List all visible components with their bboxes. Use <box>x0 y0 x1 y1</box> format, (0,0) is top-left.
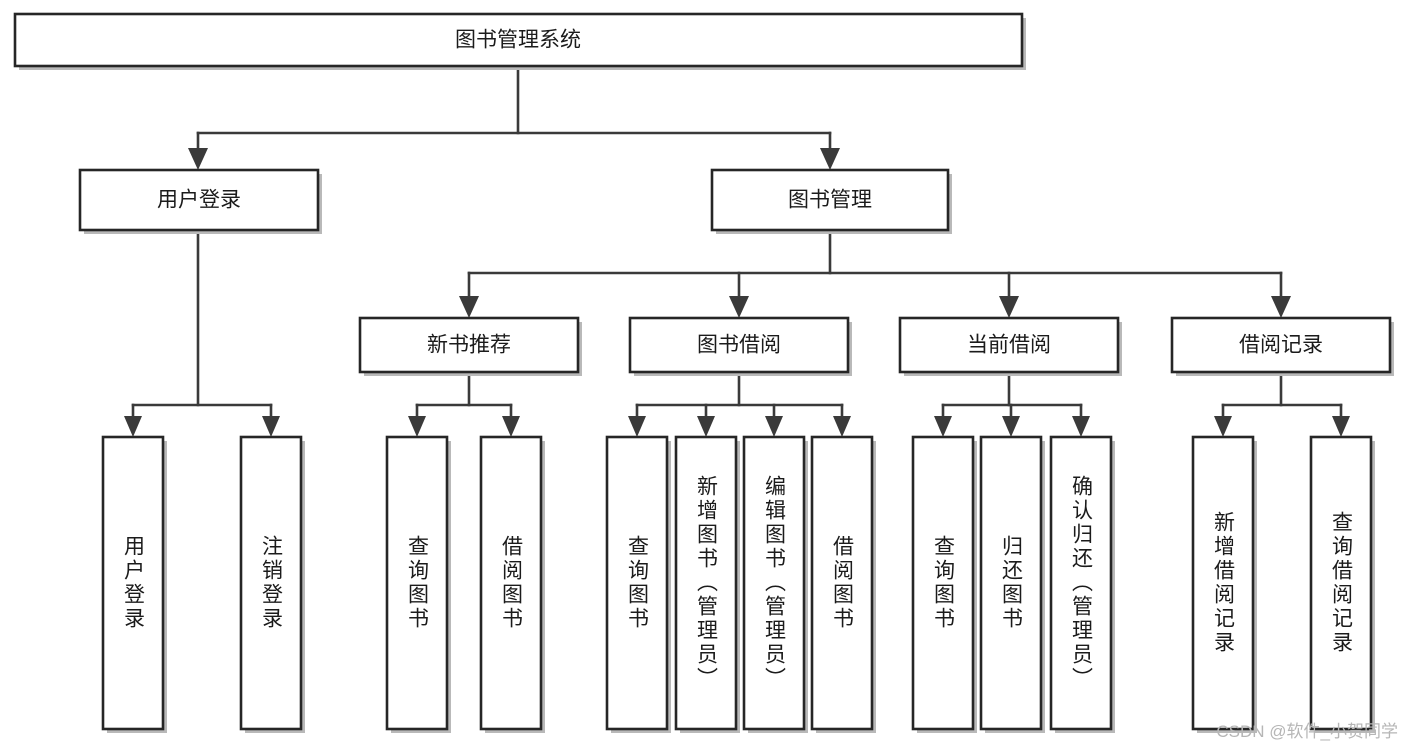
leaf-add-borrow-record-label: 新增借阅记录 <box>1212 511 1236 655</box>
leaf-borrow-book-label: 借阅图书 <box>831 535 855 631</box>
leaf-query-borrow-record-label: 查询借阅记录 <box>1330 511 1354 655</box>
leaf-return-book-label: 归还图书 <box>1000 535 1024 631</box>
node-leaf-edit-book[interactable]: 编辑图书（管理员） <box>742 435 808 733</box>
arrowhead-leaf-query-book-borrow <box>628 416 646 437</box>
node-current-borrow[interactable]: 当前借阅 <box>898 316 1122 376</box>
book-borrow-label: 图书借阅 <box>697 334 781 357</box>
node-leaf-return-book[interactable]: 归还图书 <box>979 435 1045 733</box>
borrow-record-box <box>1170 316 1392 374</box>
leaf-logout-login-label: 注销登录 <box>260 535 284 631</box>
node-leaf-user-login[interactable]: 用户登录 <box>101 435 167 733</box>
node-root[interactable]: 图书管理系统 <box>13 12 1026 70</box>
leaf-add-borrow-record-box <box>1191 435 1255 731</box>
leaf-query-book-recommend-label: 查询图书 <box>406 535 430 631</box>
current-borrow-box <box>898 316 1120 374</box>
user-login-label: 用户登录 <box>157 189 241 212</box>
node-user-login[interactable]: 用户登录 <box>78 168 322 234</box>
node-leaf-borrow-book[interactable]: 借阅图书 <box>810 435 876 733</box>
arrowhead-current-borrow <box>999 296 1019 318</box>
root-label: 图书管理系统 <box>455 29 581 52</box>
arrowhead-leaf-query-borrow-record <box>1332 416 1350 437</box>
node-borrow-record[interactable]: 借阅记录 <box>1170 316 1394 376</box>
arrowhead-leaf-query-book-recommend <box>408 416 426 437</box>
borrow-record-label: 借阅记录 <box>1239 334 1323 357</box>
leaf-query-book-borrow-label: 查询图书 <box>626 535 650 631</box>
leaf-edit-book-label: 编辑图书（管理员） <box>763 475 787 691</box>
arrowhead-book-borrow <box>729 296 749 318</box>
leaf-user-login-label: 用户登录 <box>122 535 146 631</box>
node-book-management[interactable]: 图书管理 <box>710 168 952 234</box>
node-leaf-add-borrow-record[interactable]: 新增借阅记录 <box>1191 435 1257 733</box>
arrowhead-leaf-edit-book <box>765 416 783 437</box>
leaf-borrow-book-recommend-label: 借阅图书 <box>500 535 524 631</box>
arrowhead-leaf-add-book <box>697 416 715 437</box>
arrowhead-leaf-query-book-current <box>934 416 952 437</box>
leaf-add-book-label: 新增图书（管理员） <box>695 475 719 691</box>
leaf-add-book-box <box>674 435 738 731</box>
new-book-recommend-label: 新书推荐 <box>427 334 511 357</box>
leaf-return-book-box <box>979 435 1043 731</box>
arrowhead-leaf-borrow-book-recommend <box>502 416 520 437</box>
arrowhead-leaf-return-book <box>1002 416 1020 437</box>
arrowhead-leaf-borrow-book <box>833 416 851 437</box>
arrowhead-leaf-confirm-return <box>1072 416 1090 437</box>
leaf-query-book-current-box <box>911 435 975 731</box>
leaf-user-login-box <box>101 435 165 731</box>
leaf-query-borrow-record-box <box>1309 435 1373 731</box>
arrowhead-leaf-add-borrow-record <box>1214 416 1232 437</box>
leaf-borrow-book-box <box>810 435 874 731</box>
leaf-logout-login-box <box>239 435 303 731</box>
leaf-query-book-current-label: 查询图书 <box>932 535 956 631</box>
connectors-layer <box>124 64 1350 437</box>
current-borrow-label: 当前借阅 <box>967 334 1051 357</box>
node-leaf-add-book[interactable]: 新增图书（管理员） <box>674 435 740 733</box>
user-login-box <box>78 168 320 232</box>
leaf-query-book-borrow-box <box>605 435 669 731</box>
arrowhead-leaf-logout-login <box>262 416 280 437</box>
leaf-confirm-return-label: 确认归还（管理员） <box>1070 475 1094 691</box>
arrowhead-leaf-user-login <box>124 416 142 437</box>
book-borrow-box <box>628 316 850 374</box>
csdn-watermark: CSDN @软件_小贺同学 <box>1216 722 1398 741</box>
arrowhead-new-book-recommend <box>459 296 479 318</box>
leaf-confirm-return-box <box>1049 435 1113 731</box>
book-management-label: 图书管理 <box>788 189 872 212</box>
node-leaf-query-book-recommend[interactable]: 查询图书 <box>385 435 451 733</box>
root-box <box>13 12 1024 68</box>
arrowhead-user-login <box>188 148 208 170</box>
node-new-book-recommend[interactable]: 新书推荐 <box>358 316 582 376</box>
new-book-recommend-box <box>358 316 580 374</box>
leaf-edit-book-box <box>742 435 806 731</box>
arrowhead-book-management <box>820 148 840 170</box>
node-leaf-confirm-return[interactable]: 确认归还（管理员） <box>1049 435 1115 733</box>
node-leaf-logout-login[interactable]: 注销登录 <box>239 435 305 733</box>
node-leaf-query-book-borrow[interactable]: 查询图书 <box>605 435 671 733</box>
node-leaf-query-borrow-record[interactable]: 查询借阅记录 <box>1309 435 1375 733</box>
node-leaf-query-book-current[interactable]: 查询图书 <box>911 435 977 733</box>
node-leaf-borrow-book-recommend[interactable]: 借阅图书 <box>479 435 545 733</box>
leaf-borrow-book-recommend-box <box>479 435 543 731</box>
book-management-box <box>710 168 950 232</box>
leaf-query-book-recommend-box <box>385 435 449 731</box>
node-book-borrow[interactable]: 图书借阅 <box>628 316 852 376</box>
arrowhead-borrow-record <box>1271 296 1291 318</box>
